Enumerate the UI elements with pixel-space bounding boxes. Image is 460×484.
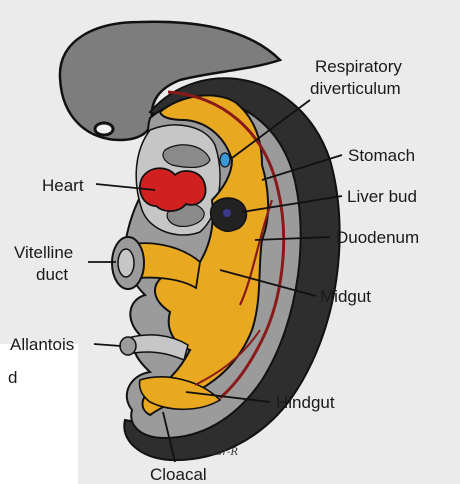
liver-bud-spot xyxy=(223,209,231,217)
heart-shape xyxy=(139,167,207,212)
label-midgut: Midgut xyxy=(320,287,371,306)
cloacal-region xyxy=(138,376,222,411)
allantois-opening xyxy=(119,336,137,356)
label-vitelline-line2: duct xyxy=(36,265,68,284)
label-edge-fragment: d xyxy=(8,368,17,387)
label-duodenum: Duodenum xyxy=(336,228,419,247)
label-hindgut: Hindgut xyxy=(276,393,335,412)
leader-allantois xyxy=(93,343,122,347)
label-allantois: Allantois xyxy=(10,335,74,354)
label-liver-bud: Liver bud xyxy=(347,187,417,206)
vitelline-duct-lumen xyxy=(117,248,135,278)
leader-lines xyxy=(88,99,343,463)
leader-respiratory xyxy=(231,99,311,159)
label-cloacal: Cloacal xyxy=(150,465,207,484)
label-respiratory-line1: Respiratory xyxy=(315,57,402,76)
artist-signature: abr-R xyxy=(210,447,239,458)
label-vitelline-line1: Vitelline xyxy=(14,243,73,262)
leader-stomach xyxy=(261,154,343,181)
vitelline-artery xyxy=(239,199,274,306)
umbilical-artery xyxy=(194,329,261,386)
respiratory-diverticulum-shape xyxy=(219,152,231,168)
leader-liver-bud xyxy=(241,195,343,213)
leader-hindgut xyxy=(185,391,271,403)
septum-transversum xyxy=(162,144,211,168)
allantois-stalk xyxy=(127,334,189,362)
label-stomach: Stomach xyxy=(348,146,415,165)
head-region xyxy=(58,20,283,142)
label-respiratory-line2: diverticulum xyxy=(310,79,401,98)
eye-marking xyxy=(93,121,115,137)
leader-cloacal xyxy=(162,411,176,463)
leader-midgut xyxy=(219,269,317,297)
leader-heart xyxy=(95,183,156,191)
leader-duodenum xyxy=(254,236,331,241)
label-heart: Heart xyxy=(42,176,84,195)
